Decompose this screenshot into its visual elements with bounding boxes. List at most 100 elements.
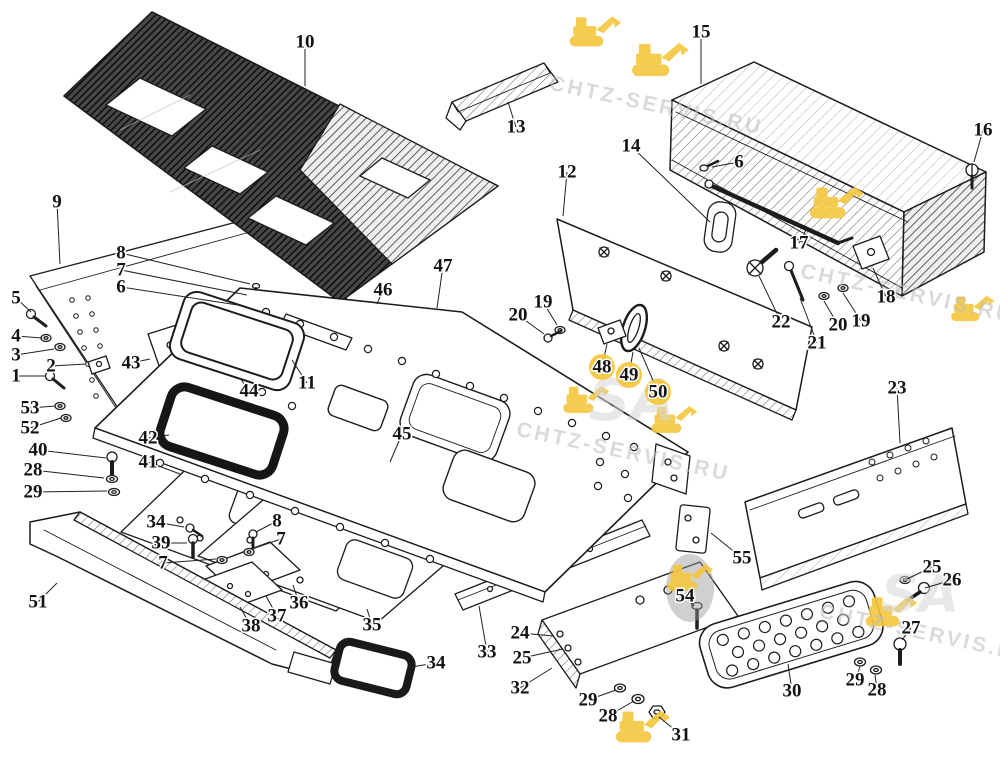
washer-19-right	[837, 283, 849, 293]
callout-label-20: 20	[829, 315, 848, 336]
callout-leader-line	[251, 538, 282, 550]
callout-leader-line	[255, 520, 278, 533]
callout-leader-line	[896, 387, 901, 444]
callout-leader-line	[120, 269, 248, 296]
callout-label-35: 35	[363, 615, 382, 636]
callout-leader-line	[15, 348, 55, 356]
callout-highlight	[645, 379, 671, 405]
callout-label-55: 55	[733, 548, 752, 569]
callout-label-52: 52	[21, 418, 40, 439]
callout-leader-line	[410, 662, 437, 668]
toolbox-cover-15	[669, 61, 987, 297]
callout-label-28: 28	[868, 680, 887, 701]
callout-label-17: 17	[790, 233, 810, 254]
callout-leader-line	[973, 129, 984, 163]
callout-leader-line	[684, 595, 695, 607]
callout-label-5: 5	[11, 288, 21, 309]
cross-screws	[598, 246, 764, 370]
callout-leader-line	[37, 449, 107, 459]
rod-17	[704, 179, 854, 246]
watermark-ghost-letters: SA	[881, 565, 959, 625]
callout-leader-line	[37, 582, 58, 603]
callout-label-6: 6	[734, 152, 744, 173]
screw-16	[965, 163, 979, 190]
fasteners-bottom-center	[613, 683, 666, 719]
callout-leader-line	[56, 201, 61, 265]
callout-leader-line	[15, 335, 43, 339]
callout-leader-line	[799, 297, 818, 344]
mount-plate-35	[197, 493, 451, 623]
callout-label-40: 40	[29, 440, 48, 461]
callout-label-49: 49	[620, 365, 639, 386]
callout-label-48: 48	[593, 357, 612, 378]
handle-oval-49-50	[619, 303, 649, 353]
callout-label-7: 7	[158, 553, 168, 574]
callout-label-15: 15	[692, 22, 711, 43]
callout-leader-line	[291, 359, 308, 384]
corner-bracket	[651, 443, 691, 495]
callout-label-34: 34	[427, 653, 447, 674]
callout-leader-line	[29, 405, 56, 409]
callout-leader-line	[607, 700, 635, 717]
callout-label-28: 28	[24, 460, 43, 481]
callout-leader-line	[376, 289, 384, 305]
callout-label-50: 50	[649, 382, 668, 403]
callout-label-11: 11	[298, 373, 316, 394]
callout-label-21: 21	[808, 333, 827, 354]
callout-leader-line	[798, 229, 807, 244]
callout-leader-line	[521, 648, 564, 659]
callout-label-31: 31	[672, 725, 691, 746]
callout-leader-line	[658, 716, 682, 736]
callout-label-7: 7	[276, 529, 286, 550]
callout-label-27: 27	[902, 618, 922, 639]
left-fasteners	[25, 308, 121, 497]
bracket-13	[445, 62, 559, 131]
callout-leader-line	[507, 101, 517, 128]
bracket-48	[597, 319, 627, 345]
callout-label-19: 19	[852, 311, 871, 332]
washer-19-left	[554, 325, 566, 335]
drawing-layer	[25, 11, 987, 719]
callout-leader-line	[292, 584, 300, 604]
callout-label-36: 36	[290, 593, 309, 614]
callout-leader-line	[120, 252, 251, 285]
bolt-21	[783, 260, 805, 302]
callout-label-53: 53	[21, 398, 40, 419]
callout-leader-line	[787, 663, 793, 692]
callout-leader-line	[478, 605, 488, 653]
washer-20-right	[818, 291, 830, 301]
callout-leader-line	[872, 267, 887, 298]
callout-label-24: 24	[511, 623, 531, 644]
callout-label-41: 41	[139, 452, 158, 473]
callout-leader-line	[710, 532, 743, 559]
bracket-14	[703, 201, 737, 253]
callout-leader-line	[239, 606, 252, 627]
bolt-6-top	[699, 159, 720, 172]
callout-label-30: 30	[783, 681, 802, 702]
callout-leader-line	[901, 627, 912, 641]
callout-leader-line	[50, 363, 87, 367]
bolt-20-left	[543, 329, 563, 343]
gasket-34-bottom	[330, 637, 416, 699]
callout-highlight	[589, 354, 615, 380]
callout-label-16: 16	[974, 120, 993, 141]
callout-label-29: 29	[846, 670, 865, 691]
callout-label-42: 42	[139, 428, 158, 449]
callout-leader-line	[389, 433, 403, 463]
callout-leader-line	[542, 301, 558, 326]
callout-leader-line	[147, 434, 170, 439]
callout-label-2: 2	[46, 356, 56, 377]
angle-2	[87, 355, 111, 375]
callout-leader-line	[366, 608, 373, 626]
bolt-22	[746, 247, 779, 277]
callout-leader-line	[32, 469, 105, 479]
callout-leader-line	[519, 632, 555, 637]
callout-label-14: 14	[622, 136, 642, 157]
callout-label-37: 37	[268, 606, 288, 627]
seat-frame-44	[168, 290, 306, 392]
callout-leader-line	[906, 566, 933, 580]
callout-leader-line	[239, 377, 250, 392]
callout-label-38: 38	[242, 616, 261, 637]
callout-leader-line	[562, 171, 568, 217]
